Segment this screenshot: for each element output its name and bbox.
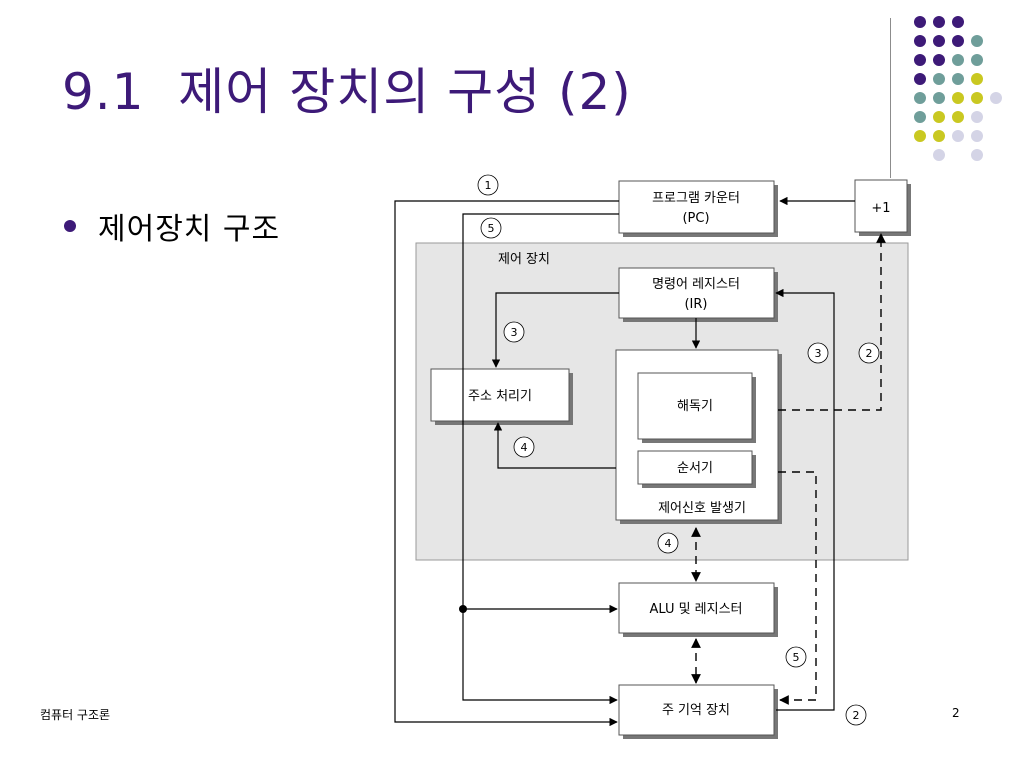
instruction-register-box: 명령어 레지스터 (IR) (618, 267, 778, 322)
decoder-label: 해독기 (677, 399, 713, 414)
step-marker-5: 5 (785, 646, 807, 668)
svg-text:3: 3 (815, 347, 822, 360)
sequencer-box: 순서기 (637, 450, 756, 488)
alu-registers-box: ALU 및 레지스터 (618, 582, 778, 637)
alu-label: ALU 및 레지스터 (649, 602, 742, 617)
bullet-marker (64, 220, 76, 232)
step-marker-3: 3 (503, 321, 525, 343)
svg-text:4: 4 (665, 537, 672, 550)
arrow-csg-to-address-processor (493, 422, 616, 469)
step-marker-1: 1 (477, 174, 499, 196)
increment-box: +1 (854, 179, 911, 236)
ir-label: 명령어 레지스터 (652, 277, 740, 292)
address-processor-label: 주소 처리기 (468, 389, 532, 404)
svg-text:2: 2 (853, 709, 860, 722)
step-marker-2: 2 (845, 704, 867, 726)
arrow-pc-to-memory-2 (462, 213, 619, 705)
decoder-box: 해독기 (637, 372, 756, 443)
slide-title: 9.1 제어 장치의 구성 (2) (62, 63, 632, 121)
main-memory-label: 주 기억 장치 (662, 703, 730, 718)
step-marker-4: 4 (513, 436, 535, 458)
sequencer-label: 순서기 (677, 461, 713, 476)
pc-label: 프로그램 카운터 (652, 191, 740, 206)
step-marker-4: 4 (657, 532, 679, 554)
control-signal-generator-label: 제어신호 발생기 (658, 501, 746, 516)
svg-text:4: 4 (521, 441, 528, 454)
svg-text:5: 5 (793, 651, 800, 664)
footer-page-number: 2 (952, 706, 960, 720)
svg-text:3: 3 (511, 326, 518, 339)
arrow-pc-to-memory (394, 200, 619, 727)
pc-sublabel: (PC) (682, 211, 709, 226)
decorative-divider (890, 18, 891, 178)
step-marker-2: 2 (858, 342, 880, 364)
bus-junction (459, 605, 467, 613)
arrow-memory-to-ir (775, 288, 835, 711)
step-marker-3: 3 (807, 342, 829, 364)
bullet-text: 제어장치 구조 (98, 212, 281, 247)
arrow-sequencer-to-memory (778, 471, 817, 705)
ir-sublabel: (IR) (684, 297, 707, 312)
arrow-ir-to-address-processor (491, 292, 619, 368)
control-unit-label: 제어 장치 (498, 252, 550, 267)
step-marker-5: 5 (480, 217, 502, 239)
increment-label: +1 (871, 201, 890, 216)
program-counter-box: 프로그램 카운터 (PC) (618, 180, 778, 237)
address-processor-box: 주소 처리기 (430, 368, 573, 425)
svg-text:5: 5 (488, 222, 495, 235)
main-memory-box: 주 기억 장치 (618, 684, 778, 739)
arrow-csg-to-increment (778, 233, 886, 411)
svg-text:1: 1 (485, 179, 492, 192)
svg-text:2: 2 (866, 347, 873, 360)
footer-course-name: 컴퓨터 구조론 (40, 708, 111, 722)
bullet-item: 제어장치 구조 (64, 204, 280, 248)
